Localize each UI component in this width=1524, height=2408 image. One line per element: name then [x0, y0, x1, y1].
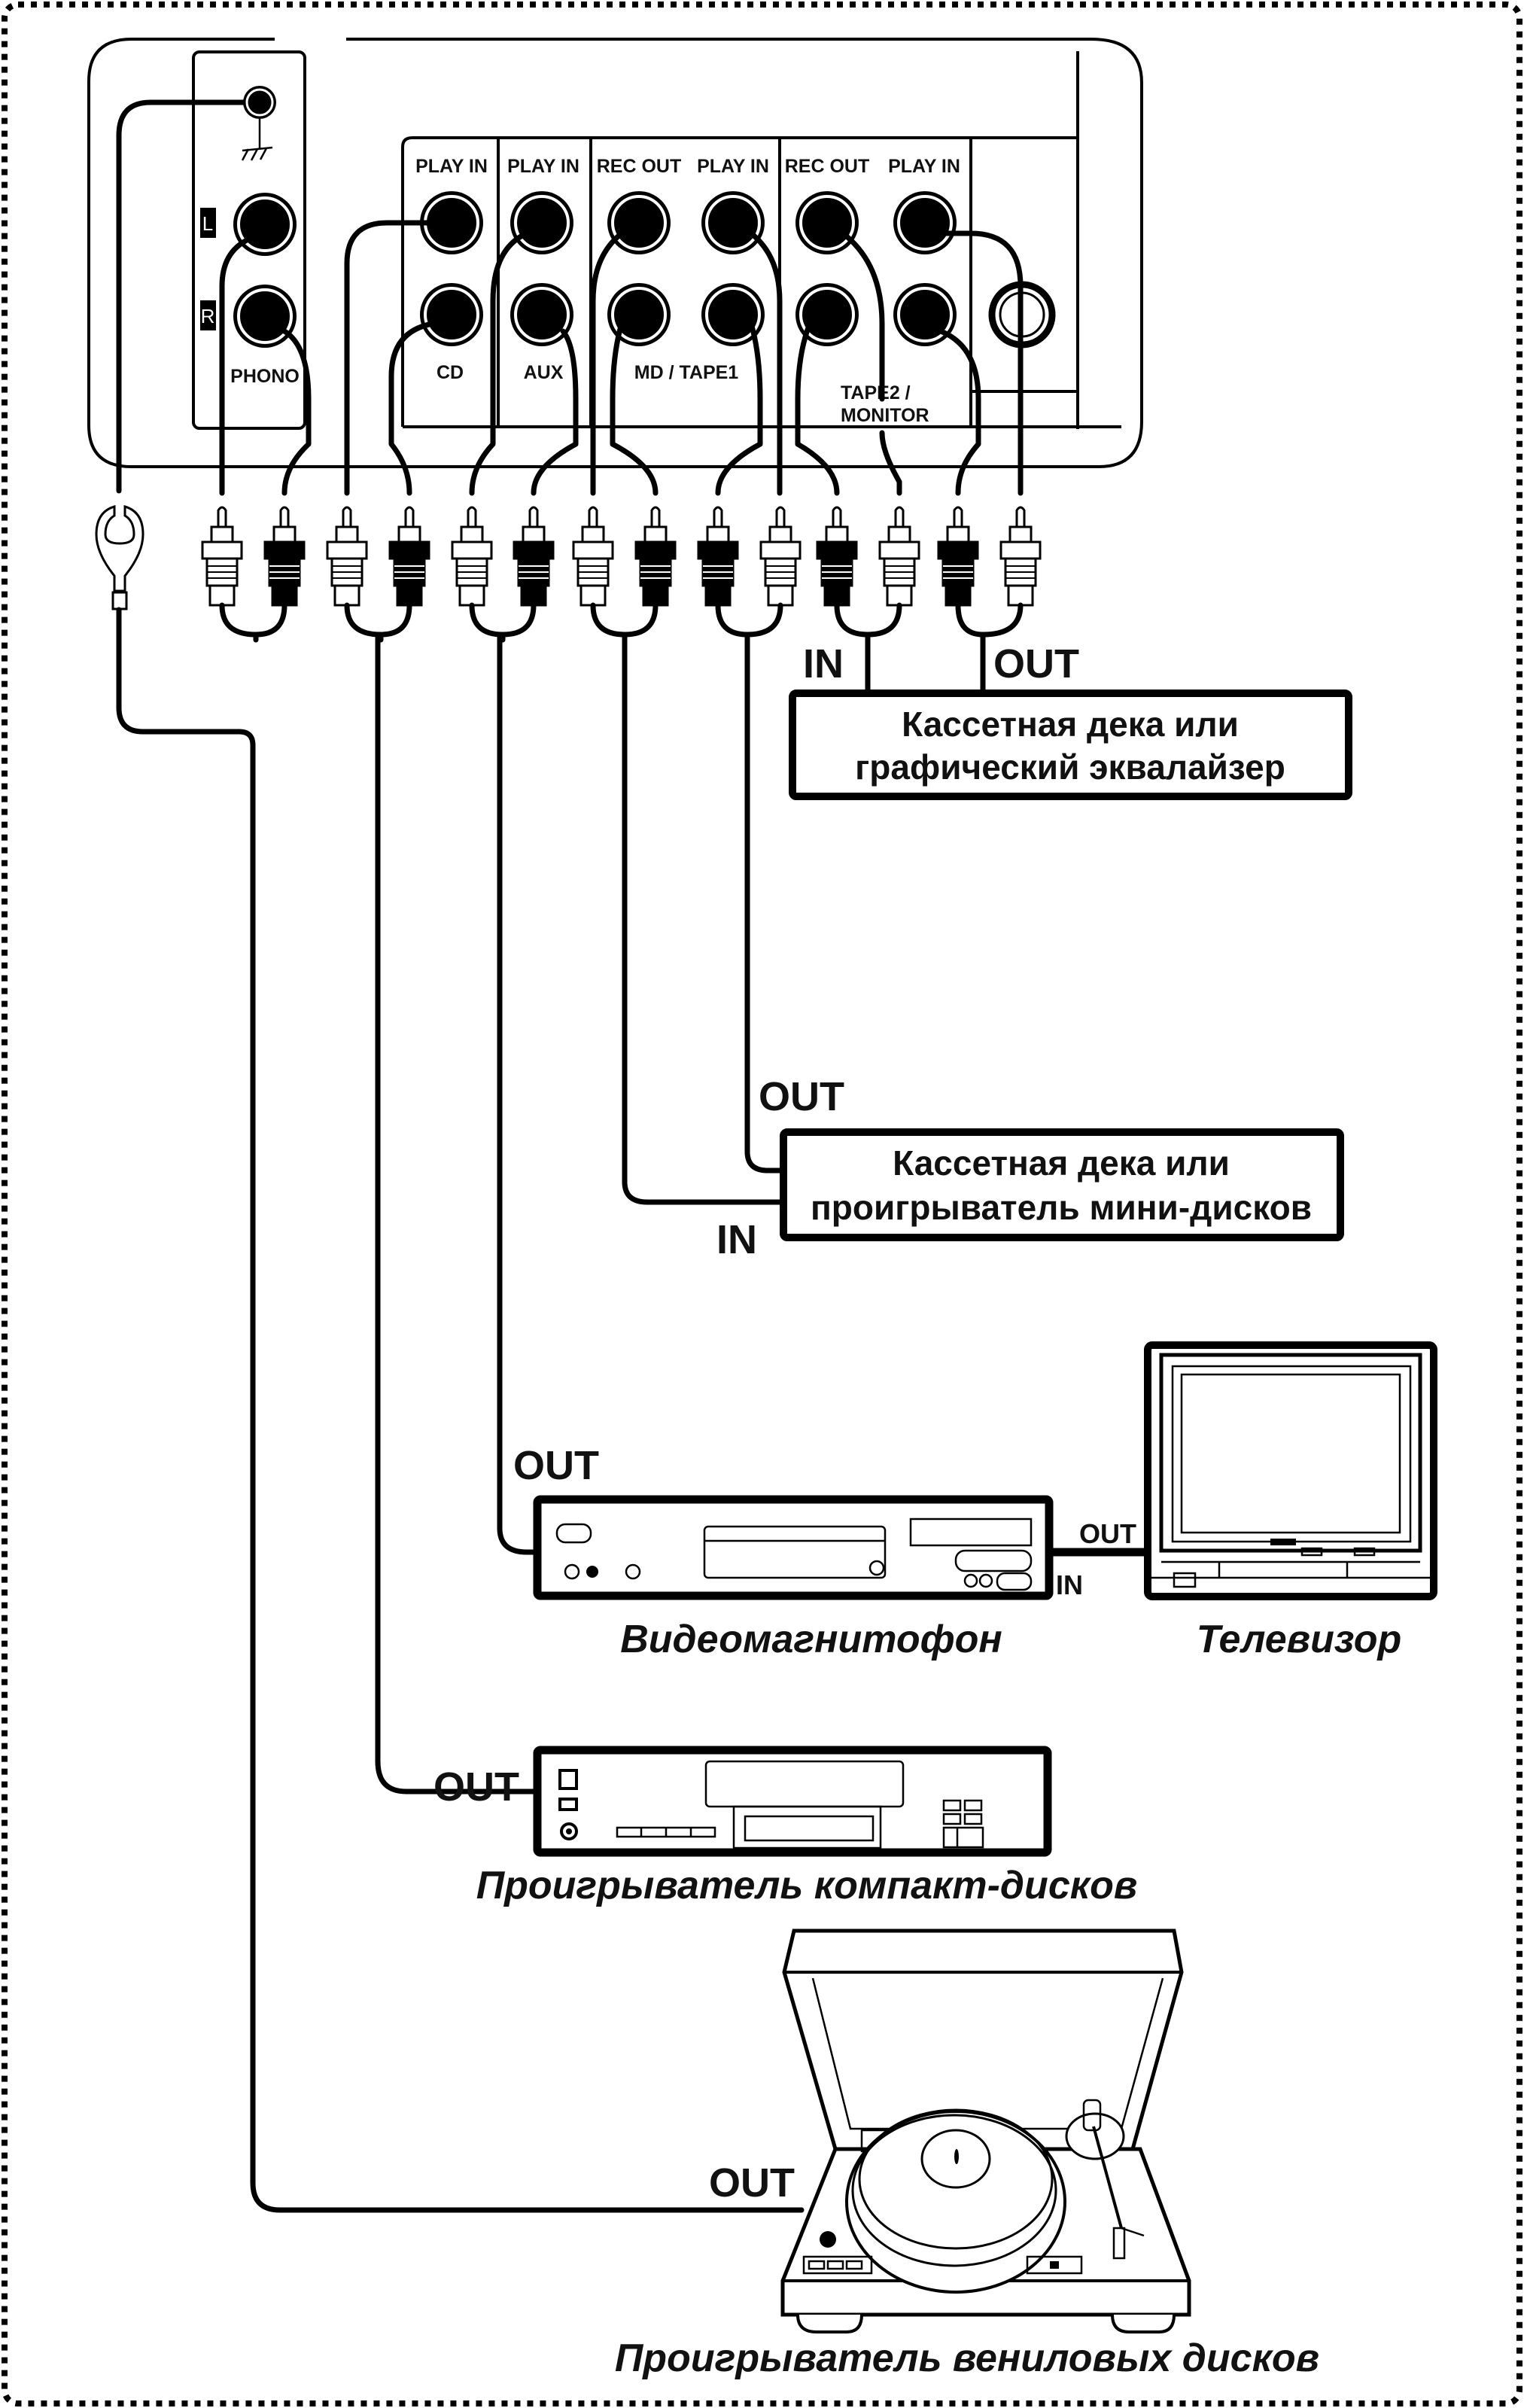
rca-plug-white[interactable] — [572, 506, 614, 607]
turntable-name: Проигрыватель вениловых дисков — [615, 2336, 1319, 2380]
aux-play-in-label: PLAY IN — [507, 156, 579, 177]
phono-panel: L R PHONO — [192, 50, 306, 430]
md-out-label: OUT — [759, 1074, 844, 1119]
phono-cable — [116, 607, 805, 2213]
cd-group-label: CD — [437, 362, 464, 383]
rca-plug-white[interactable] — [759, 506, 802, 607]
jack-md-rec-out-l[interactable] — [607, 191, 671, 254]
vcr-out-label: OUT — [513, 1443, 599, 1488]
md-rec-out-label: REC OUT — [597, 156, 682, 177]
r-badge-text: R — [201, 305, 215, 327]
cd-out-label: OUT — [433, 1764, 519, 1810]
tape2-group-label-1: TAPE2 / — [841, 382, 911, 403]
rca-plug-black[interactable] — [263, 506, 306, 607]
device-cables — [116, 607, 1150, 2213]
r-badge — [200, 300, 216, 330]
tape2-rec-out-label: REC OUT — [785, 156, 870, 177]
phono-panel-frame — [192, 50, 306, 430]
jack-tape2-play-in-l[interactable] — [893, 191, 957, 254]
md-device-line1: Кассетная дека или — [893, 1143, 1230, 1183]
y-split-cable — [344, 602, 412, 643]
tape2-group-label-2: MONITOR — [841, 405, 929, 426]
vcr-tv-in-label: IN — [1056, 1569, 1083, 1600]
rca-plug-black[interactable] — [513, 506, 555, 607]
rca-plug-white[interactable] — [451, 506, 493, 607]
turntable-device: OUT Проигрыватель вениловых дисков — [615, 1929, 1319, 2380]
jack-tape2-rec-out-l[interactable] — [795, 191, 859, 254]
y-split-cable — [955, 602, 1024, 643]
jack-tape2-rec-out-r[interactable] — [795, 283, 859, 346]
rca-plug-white[interactable] — [999, 506, 1042, 607]
tv-name: Телевизор — [1197, 1618, 1401, 1661]
rca-plug-row — [201, 506, 1042, 643]
tape2-play-in-label: PLAY IN — [888, 156, 960, 177]
cd-play-in-label: PLAY IN — [415, 156, 488, 177]
tape2-device-line1: Кассетная дека или — [902, 705, 1239, 744]
tape2-in-label: IN — [803, 641, 844, 686]
cd-player-name: Проигрыватель компакт-дисков — [476, 1864, 1138, 1907]
rca-plug-black[interactable] — [634, 506, 677, 607]
y-split-cable — [219, 602, 287, 643]
line-jack-panel: PLAY IN PLAY IN REC OUT PLAY IN REC OUT … — [401, 136, 1078, 427]
rca-plug-white[interactable] — [878, 506, 920, 607]
aux-group-label: AUX — [524, 362, 564, 383]
receiver-outline — [87, 38, 1143, 468]
md-play-in-label: PLAY IN — [697, 156, 769, 177]
rca-plug-black[interactable] — [388, 506, 430, 607]
rca-plug-white[interactable] — [326, 506, 368, 607]
ground-wire — [116, 99, 246, 494]
md-in-label: IN — [716, 1217, 757, 1262]
md-tape1-group-label: MD / TAPE1 — [634, 362, 739, 383]
ground-icon — [241, 119, 273, 161]
rca-plug-black[interactable] — [697, 506, 739, 607]
phono-l-jack[interactable] — [233, 193, 297, 256]
tape2-device-box: Кассетная дека или графический эквалайзе… — [789, 641, 1352, 800]
rca-plug-black[interactable] — [937, 506, 979, 607]
jack-md-play-in-l[interactable] — [701, 191, 765, 254]
turntable-out-label: OUT — [709, 2160, 795, 2206]
tape2-device-line2: графический эквалайзер — [855, 747, 1285, 787]
jack-md-play-in-r[interactable] — [701, 283, 765, 346]
line-panel-frame — [401, 136, 972, 427]
vcr-name: Видеомагнитофон — [620, 1618, 1002, 1661]
jack-aux-l[interactable] — [510, 191, 573, 254]
tv-device: Телевизор — [1144, 1341, 1437, 1661]
md-in-cable — [622, 632, 783, 1205]
cd-cable — [375, 632, 539, 1795]
md-device-box: Кассетная дека или проигрыватель мини-ди… — [716, 1074, 1344, 1262]
vcr-tv-out-label: OUT — [1079, 1518, 1136, 1549]
jack-cd-r[interactable] — [420, 283, 483, 346]
jack-aux-r[interactable] — [510, 283, 573, 346]
ground-terminal[interactable] — [243, 86, 276, 119]
l-badge — [200, 208, 216, 238]
y-split-cable — [469, 602, 537, 643]
jack-cables — [116, 99, 1024, 496]
vcr-device: OUT OUT IN Видеомагнитофон — [513, 1443, 1136, 1661]
rca-plug-black[interactable] — [816, 506, 858, 607]
md-out-cable — [744, 632, 783, 1174]
rca-plug-white[interactable] — [201, 506, 243, 607]
tape2-out-label: OUT — [993, 641, 1079, 686]
l-badge-text: L — [202, 212, 213, 235]
cd-player-device: OUT Проигрыватель компакт-дисков — [433, 1746, 1138, 1907]
vcr-cable — [497, 632, 539, 1555]
phono-label: PHONO — [230, 366, 300, 387]
jack-md-rec-out-r[interactable] — [607, 283, 671, 346]
receiver-rear-panel: L R PHONO PLAY IN PLAY IN REC OUT PLAY I… — [87, 38, 1143, 468]
md-device-line2: проигрыватель мини-дисков — [811, 1188, 1312, 1227]
ground-lug-icon[interactable] — [95, 504, 144, 610]
phono-r-jack[interactable] — [233, 285, 297, 348]
